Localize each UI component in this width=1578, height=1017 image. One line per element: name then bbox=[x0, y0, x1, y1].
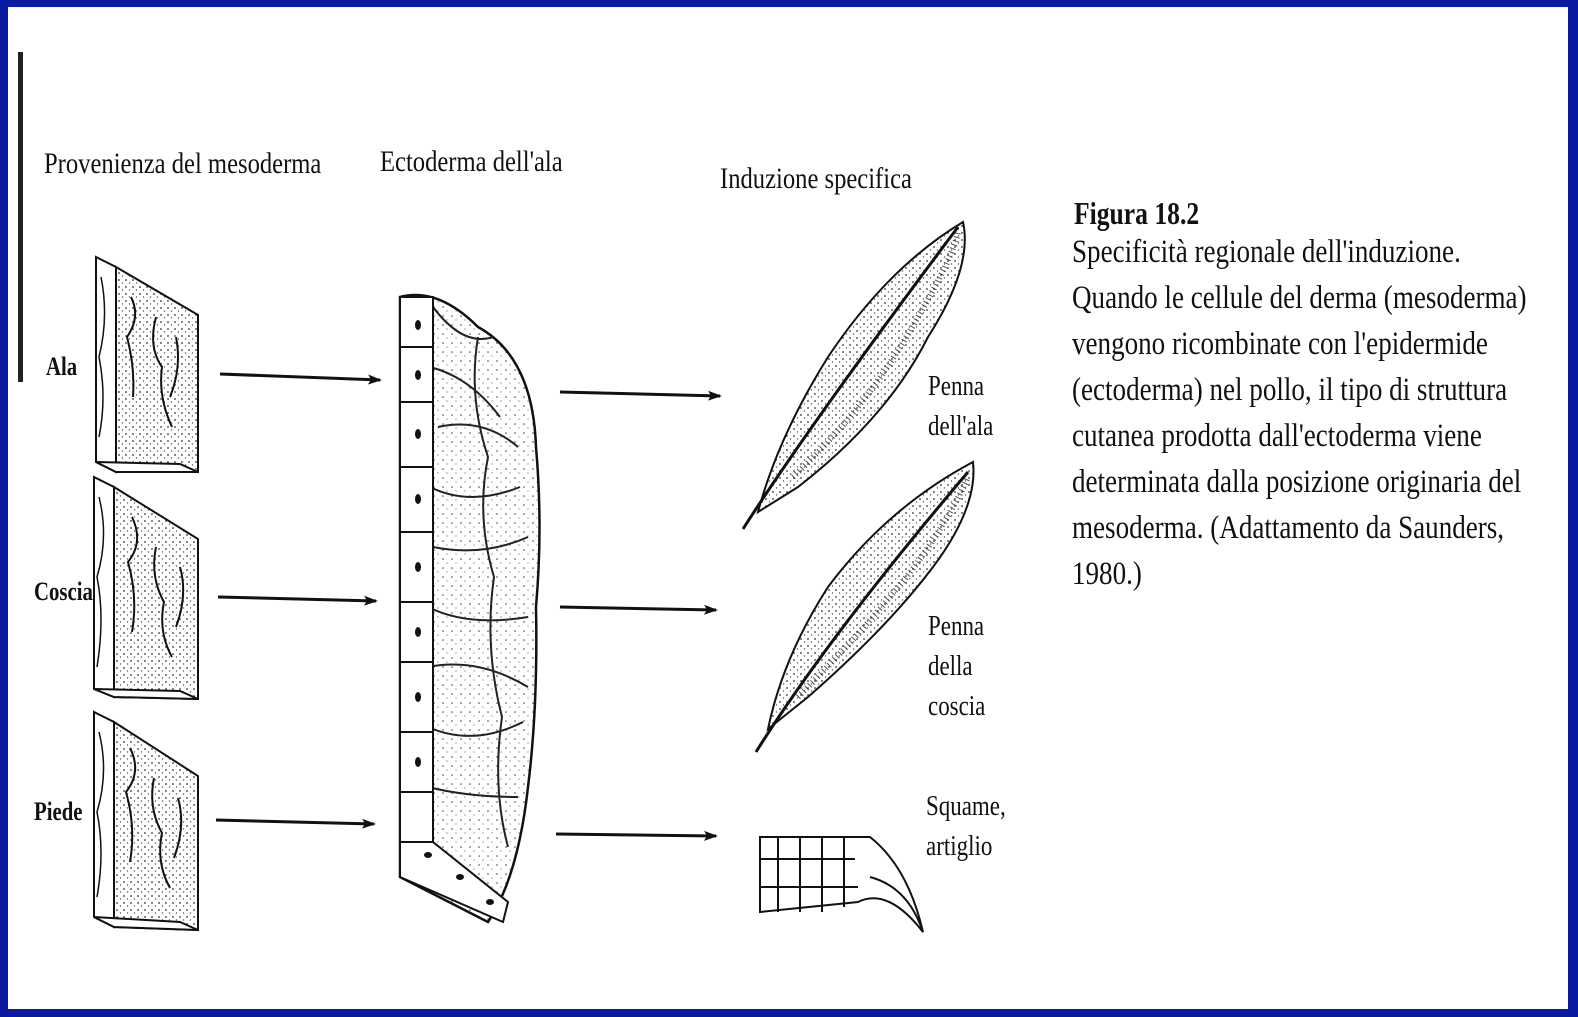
arrow-icon bbox=[556, 834, 716, 836]
claw-icon bbox=[760, 837, 923, 932]
row-label-wing: Ala bbox=[46, 352, 77, 382]
arrow-icon bbox=[560, 392, 720, 396]
ectoderm-sheet-icon bbox=[400, 295, 540, 922]
arrow-icon bbox=[218, 597, 376, 601]
arrow-icon bbox=[216, 820, 374, 824]
row-label-thigh: Coscia bbox=[34, 577, 93, 607]
header-mesoderm-origin: Provenienza del mesoderma bbox=[44, 147, 321, 181]
figure-frame: Provenienza del mesoderma Ectoderma dell… bbox=[8, 7, 1568, 1009]
scan-edge-mark bbox=[18, 52, 23, 382]
mesoderm-block-icon bbox=[94, 712, 198, 930]
row-label-foot: Piede bbox=[34, 797, 83, 827]
arrow-icon bbox=[220, 374, 380, 380]
result-label-wing-feather: Penna dell'ala bbox=[928, 367, 993, 447]
result-label-thigh-feather: Penna della coscia bbox=[928, 607, 985, 727]
result-label-scales-claw: Squame, artiglio bbox=[926, 787, 1006, 867]
mesoderm-block-icon bbox=[96, 257, 198, 472]
arrow-icon bbox=[560, 607, 716, 610]
mesoderm-block-icon bbox=[94, 477, 198, 699]
header-specific-induction: Induzione specifica bbox=[720, 162, 912, 196]
header-wing-ectoderm: Ectoderma dell'ala bbox=[380, 145, 563, 179]
figure-caption-body: Specificità regionale dell'induzione. Qu… bbox=[1072, 229, 1531, 597]
figure-caption-title: Figura 18.2 bbox=[1074, 195, 1199, 232]
